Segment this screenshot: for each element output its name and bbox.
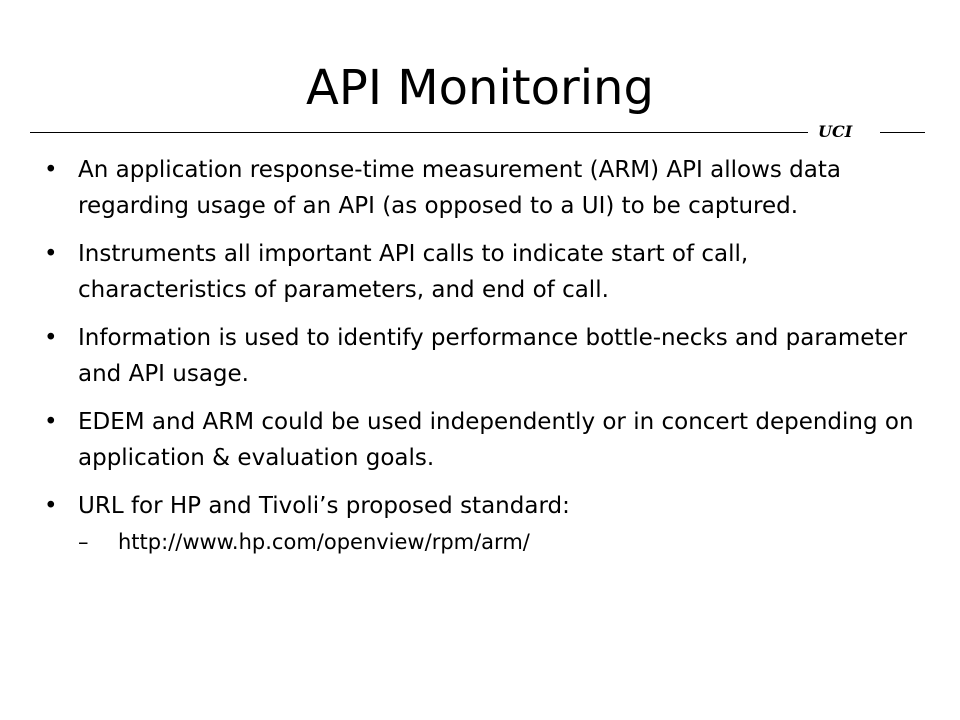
bullet-list: • An application response-time measureme… <box>36 152 916 570</box>
title-divider-left <box>30 132 808 133</box>
sub-bullet-list: – http://www.hp.com/openview/rpm/arm/ <box>78 526 916 558</box>
title-divider-right <box>880 132 925 133</box>
bullet-marker: • <box>44 409 58 435</box>
sub-bullet-item: – http://www.hp.com/openview/rpm/arm/ <box>78 526 916 558</box>
bullet-marker: • <box>44 325 58 351</box>
sub-bullet-marker: – <box>78 530 89 554</box>
bullet-text: An application response-time measurement… <box>78 157 841 219</box>
bullet-marker: • <box>44 241 58 267</box>
bullet-text: Information is used to identify performa… <box>78 325 908 387</box>
uci-logo: UCI <box>818 122 853 141</box>
arm-url-text: http://www.hp.com/openview/rpm/arm/ <box>118 530 530 554</box>
bullet-item: • URL for HP and Tivoli’s proposed stand… <box>36 488 916 558</box>
bullet-marker: • <box>44 493 58 519</box>
bullet-item: • Information is used to identify perfor… <box>36 320 916 392</box>
bullet-text: URL for HP and Tivoli’s proposed standar… <box>78 493 570 519</box>
bullet-text: Instruments all important API calls to i… <box>78 241 749 303</box>
slide-title: API Monitoring <box>306 60 654 116</box>
bullet-item: • Instruments all important API calls to… <box>36 236 916 308</box>
bullet-marker: • <box>44 157 58 183</box>
bullet-item: • EDEM and ARM could be used independent… <box>36 404 916 476</box>
bullet-item: • An application response-time measureme… <box>36 152 916 224</box>
bullet-text: EDEM and ARM could be used independently… <box>78 409 914 471</box>
